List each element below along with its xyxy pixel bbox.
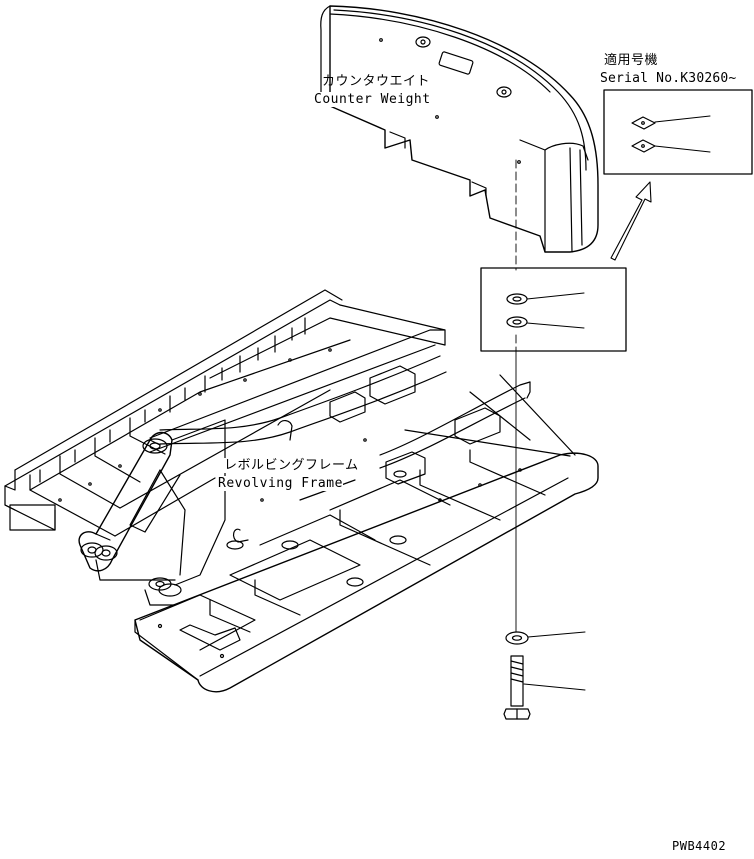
serial-number-label: Serial No.K30260~ [600,71,737,86]
revolving-frame [5,290,598,692]
washer-icon [506,632,528,644]
bolt-assembly [504,632,585,719]
callout-arrow-icon [611,182,651,260]
frame-label-jp: レボルビングフレーム [224,458,359,473]
drawing-code: PWB4402 [672,839,727,853]
washer-icon [507,294,527,304]
plate-part-icon [632,140,655,152]
serial-label-jp: 適用号機 [604,53,659,68]
bolt-icon [511,656,523,706]
frame-label-en: Revolving Frame [218,476,343,491]
plate-part-icon [632,117,655,129]
counterweight [321,6,598,252]
serial-callout [604,90,752,174]
washer-icon [507,317,527,327]
counterweight-label-en: Counter Weight [314,92,431,107]
counterweight-label-jp: カウンタウエイト [322,74,431,89]
washer-box [481,268,626,351]
